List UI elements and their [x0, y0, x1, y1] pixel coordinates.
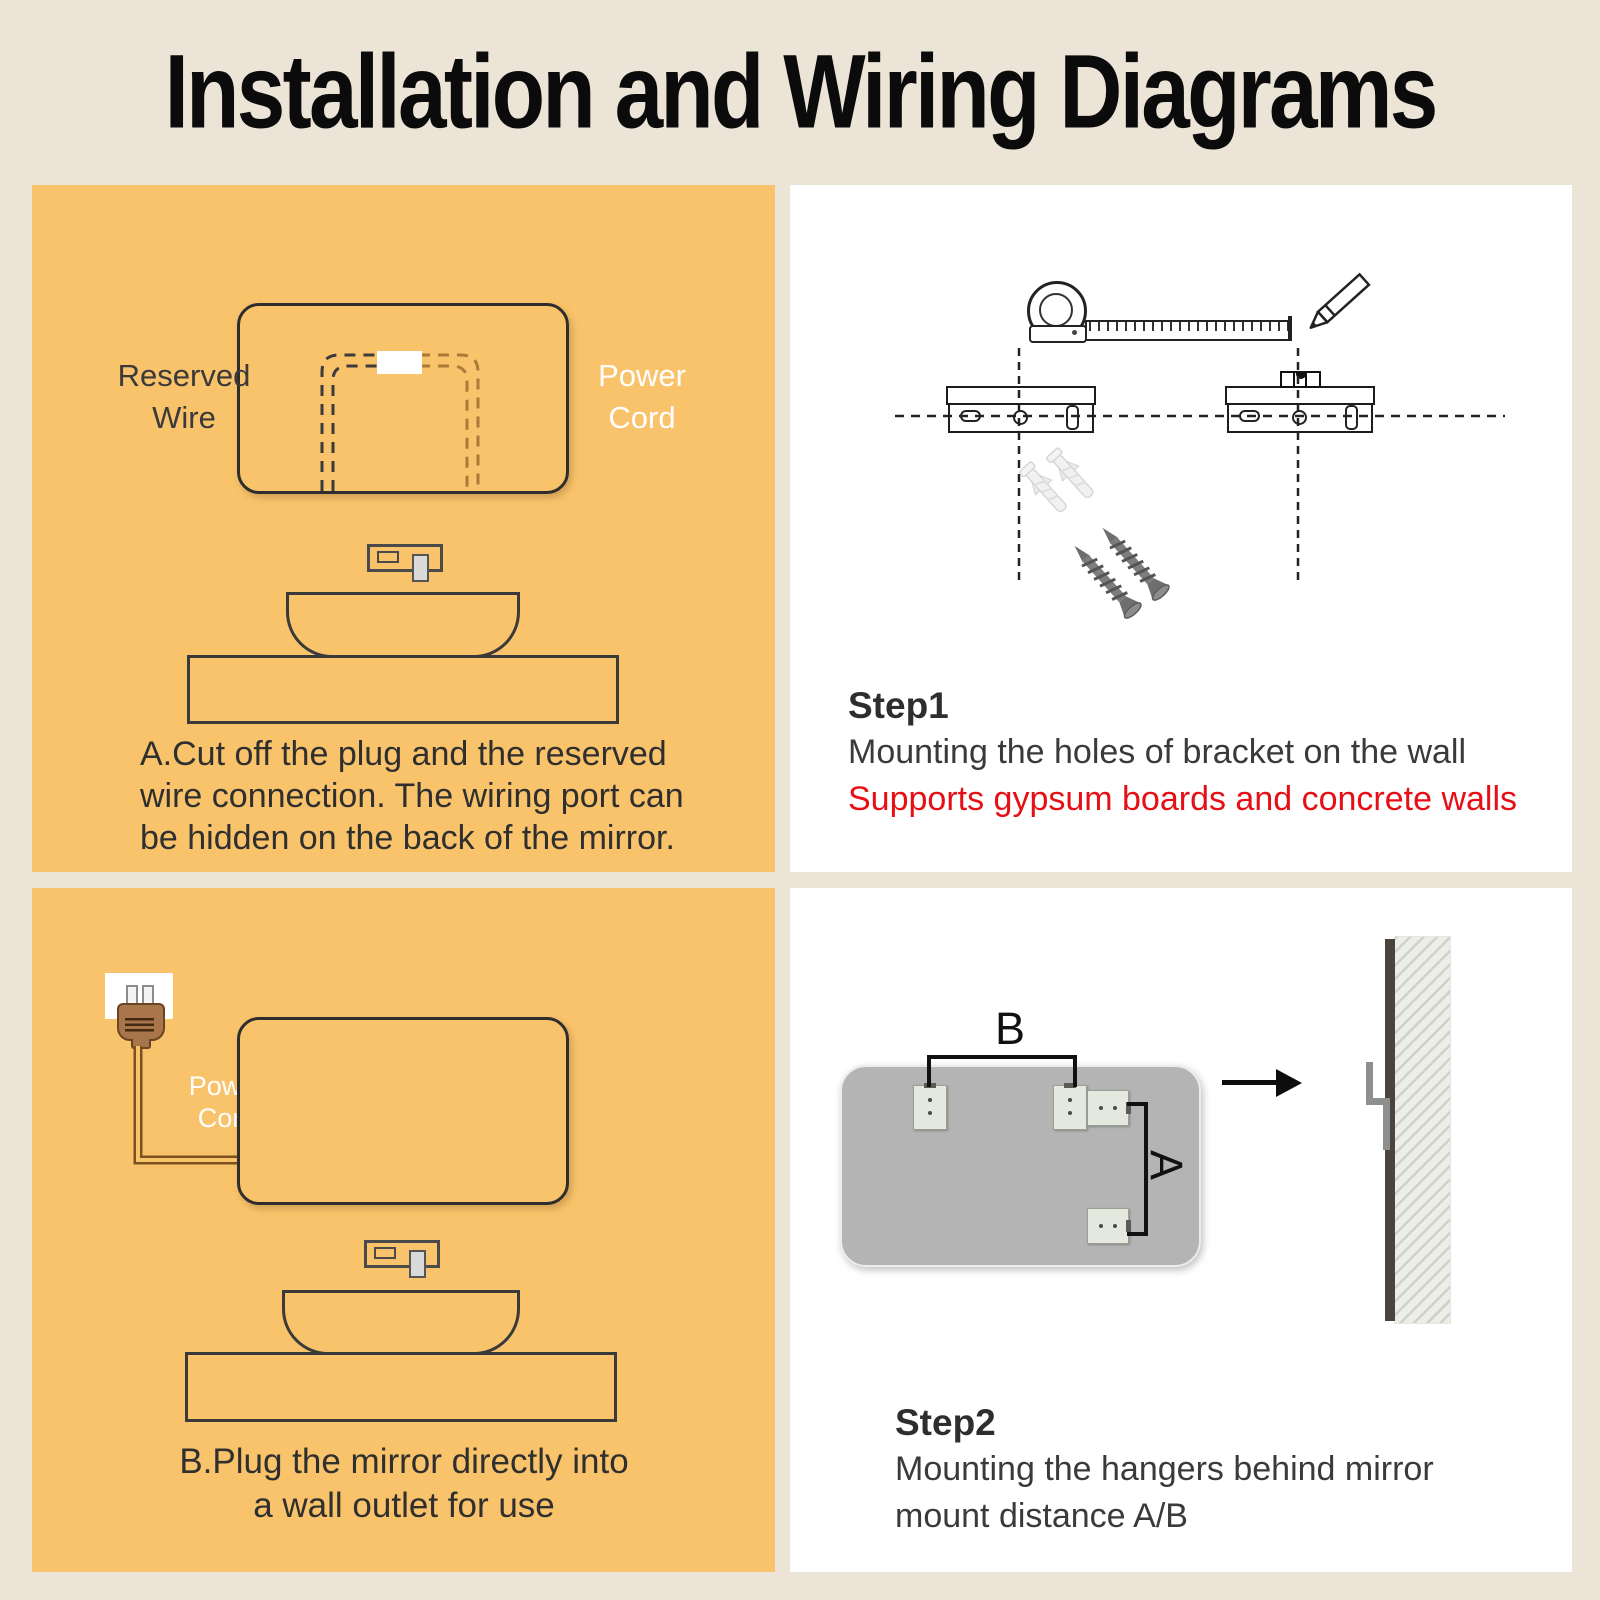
dimension-b-bracket [927, 1055, 1077, 1087]
dimension-a-label: A [1141, 1149, 1192, 1180]
screw-icon [1074, 545, 1142, 619]
wall-hook-profile [1366, 1098, 1390, 1105]
wall-anchor-icon [1046, 447, 1094, 499]
mirror-front-outline [237, 303, 569, 494]
bracket-right-hole [1292, 410, 1307, 425]
caption-step-b: B.Plug the mirror directly into a wall o… [179, 1442, 629, 1525]
hanger-top-left [913, 1083, 947, 1130]
caption-step-a: A.Cut off the plug and the reserved wire… [140, 735, 684, 857]
step2-description-line1: Mounting the hangers behind mirror [895, 1450, 1434, 1488]
bracket-left-hole [1013, 410, 1028, 425]
wire-routing-dashed-path [320, 353, 480, 491]
junction-box [377, 351, 422, 374]
dimension-a-bracket [1127, 1102, 1148, 1236]
faucet-handle [412, 554, 429, 582]
sink-basin [282, 1290, 520, 1355]
panel-step-a: Reserved Wire Power Cord A.Cut off the p… [32, 185, 775, 872]
arrow-head-icon [1276, 1069, 1302, 1097]
step1-description: Mounting the holes of bracket on the wal… [848, 733, 1467, 771]
panel-step-b: Power Cord B.Plug the mirror directly in… [32, 888, 775, 1572]
tape-end-hook [1288, 316, 1292, 341]
panel-step2: B A Step2 Mounting the hangers behind mi… [790, 888, 1572, 1572]
wall-surface-strip [1385, 939, 1395, 1321]
sink-counter [185, 1352, 617, 1422]
step2-title: Step2 [895, 1402, 996, 1443]
faucet-plate [367, 544, 443, 572]
step2-description-line2: mount distance A/B [895, 1497, 1188, 1535]
wall-hook-profile [1366, 1062, 1373, 1104]
sink-basin [286, 592, 520, 658]
step1-note: Supports gypsum boards and concrete wall… [848, 780, 1518, 818]
screw-icon [1102, 527, 1170, 601]
step2-text-block: Step2 Mounting the hangers behind mirror… [895, 1400, 1434, 1540]
mirror-front-outline [237, 1017, 569, 1205]
step1-title: Step1 [848, 685, 949, 726]
faucet-spout [374, 1247, 396, 1259]
bracket-right-vslot [1345, 405, 1358, 430]
bubble-level-icon [1280, 371, 1321, 388]
power-cord-line [133, 1046, 275, 1165]
sink-counter [187, 655, 619, 724]
arrow-icon [1222, 1080, 1276, 1085]
wall-cross-section [1395, 937, 1450, 1323]
faucet-plate [364, 1240, 440, 1268]
page-title: Installation and Wiring Diagrams [164, 32, 1438, 151]
reserved-wire-label: Reserved Wire [117, 358, 251, 435]
alignment-dashed-lines [895, 348, 1505, 582]
bracket-left-vslot [1066, 405, 1079, 430]
tape-measure-rivet [1072, 330, 1077, 335]
panel-step1: Step1 Mounting the holes of bracket on t… [790, 185, 1572, 872]
faucet-spout [377, 551, 399, 563]
wall-anchor-icon [1019, 461, 1067, 513]
faucet-handle [409, 1250, 426, 1278]
pencil-icon [1309, 272, 1371, 330]
plug-ribs [125, 1018, 154, 1032]
tape-ticks [1089, 322, 1288, 331]
hanger-bottom [1087, 1208, 1131, 1244]
hanger-top-right [1087, 1090, 1131, 1126]
power-cord-label: Power Cord [598, 358, 686, 435]
wall-hook-profile [1383, 1098, 1390, 1150]
step1-text-block: Step1 Mounting the holes of bracket on t… [848, 683, 1517, 823]
hanger-top-middle [1053, 1083, 1087, 1130]
dimension-b-label: B [994, 1003, 1025, 1054]
